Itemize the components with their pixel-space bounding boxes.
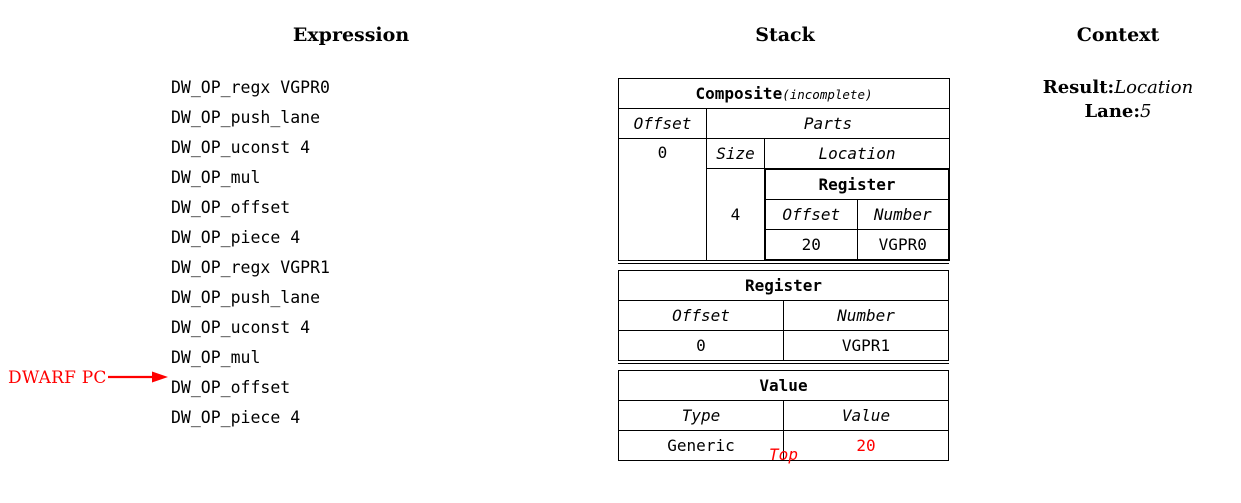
register-number-value: VGPR1	[783, 330, 949, 361]
nested-register-number-value: VGPR0	[856, 229, 950, 260]
table-row: 0 Size Location	[618, 138, 951, 261]
expression-column-header: Expression	[292, 24, 410, 46]
composite-title-cell: Composite(incomplete)	[617, 78, 951, 109]
context-row-lane: Lane:5	[1018, 100, 1218, 124]
expression-line: DW_OP_regx VGPR0	[171, 78, 330, 97]
nested-register-offset-value: 20	[765, 229, 858, 260]
expression-line: DW_OP_offset	[171, 198, 291, 217]
composite-location-header: Location	[763, 138, 951, 169]
context-row-result: Result:Location	[1018, 76, 1218, 100]
expression-line: DW_OP_piece 4	[171, 408, 301, 427]
table-row: Register	[764, 169, 950, 200]
table-row: Value	[618, 370, 949, 401]
value-title: Value	[618, 370, 949, 401]
value-type-value: Generic	[618, 430, 784, 461]
context-column-header: Context	[1076, 24, 1160, 46]
register-title: Register	[618, 270, 949, 301]
stack-entry-register: Register Offset Number 0 VGPR1	[618, 270, 949, 361]
value-type-header: Type	[618, 400, 784, 431]
nested-register-offset-header: Offset	[765, 199, 858, 230]
expression-line: DW_OP_push_lane	[171, 108, 321, 127]
value-value-header: Value	[783, 400, 949, 431]
composite-offset-value: 0	[618, 138, 707, 261]
composite-title-suffix: (incomplete)	[782, 87, 873, 102]
value-value-value: 20	[783, 430, 949, 461]
expression-line: DW_OP_mul	[171, 348, 261, 367]
stack-entry-value: Value Type Value Generic 20	[618, 370, 949, 461]
arrow-right-icon	[107, 369, 170, 388]
table-row: Offset Number	[618, 300, 949, 331]
value-table: Value Type Value Generic 20	[618, 370, 949, 461]
context-result-key: Result:	[1042, 77, 1115, 98]
stack-entries: Composite(incomplete) Offset Parts 0 Siz…	[617, 78, 951, 461]
expression-line: DW_OP_mul	[171, 168, 261, 187]
nested-register-title: Register	[764, 169, 950, 200]
composite-size-value: 4	[706, 168, 765, 261]
expression-line: DW_OP_piece 4	[171, 228, 301, 247]
context-body: Result:Location Lane:5	[1018, 76, 1218, 124]
register-table: Register Offset Number 0 VGPR1	[618, 270, 949, 361]
expression-line: DW_OP_regx VGPR1	[171, 258, 330, 277]
stack-entry-separator	[618, 363, 949, 368]
table-row: Type Value	[618, 400, 949, 431]
dwarf-pc-label: DWARF PC	[8, 368, 107, 388]
register-offset-header: Offset	[618, 300, 784, 331]
expression-line: DW_OP_uconst 4	[171, 138, 311, 157]
expression-line: DW_OP_offset	[171, 378, 291, 397]
table-row: Register	[618, 270, 949, 301]
expression-line: DW_OP_push_lane	[171, 288, 321, 307]
context-lane-key: Lane:	[1084, 101, 1141, 122]
table-row: Generic 20	[618, 430, 949, 461]
table-row: Composite(incomplete)	[617, 78, 951, 109]
composite-parts-header: Parts	[705, 108, 951, 139]
register-offset-value: 0	[618, 330, 784, 361]
composite-location-cell: Register Offset Number 20 VGPR0	[763, 168, 951, 261]
table-row: 20 VGPR0	[765, 229, 950, 260]
table-row: Offset Number	[765, 199, 950, 230]
composite-table: Composite(incomplete) Offset Parts 0 Siz…	[617, 78, 951, 261]
table-row: Offset Parts	[618, 108, 951, 139]
stack-column-header: Stack	[755, 24, 815, 46]
expression-list: DW_OP_regx VGPR0 DW_OP_push_lane DW_OP_u…	[171, 73, 330, 433]
expression-line: DW_OP_uconst 4	[171, 318, 311, 337]
composite-size-header: Size	[706, 138, 765, 169]
composite-title: Composite	[695, 84, 783, 103]
dwarf-pc-marker: DWARF PC	[8, 365, 170, 391]
nested-register-number-header: Number	[856, 199, 950, 230]
nested-register-table: Register Offset Number 20 VGPR0	[764, 169, 950, 260]
context-result-value: Location	[1114, 77, 1194, 98]
context-lane-value: 5	[1140, 101, 1152, 122]
table-row: 0 VGPR1	[618, 330, 949, 361]
composite-offset-header: Offset	[618, 108, 707, 139]
stack-top-label: Top	[769, 445, 798, 464]
stack-entry-composite: Composite(incomplete) Offset Parts 0 Siz…	[617, 78, 951, 261]
stack-entry-separator	[618, 263, 949, 268]
register-number-header: Number	[783, 300, 949, 331]
table-row: 4 Register Offset Number	[619, 168, 951, 261]
